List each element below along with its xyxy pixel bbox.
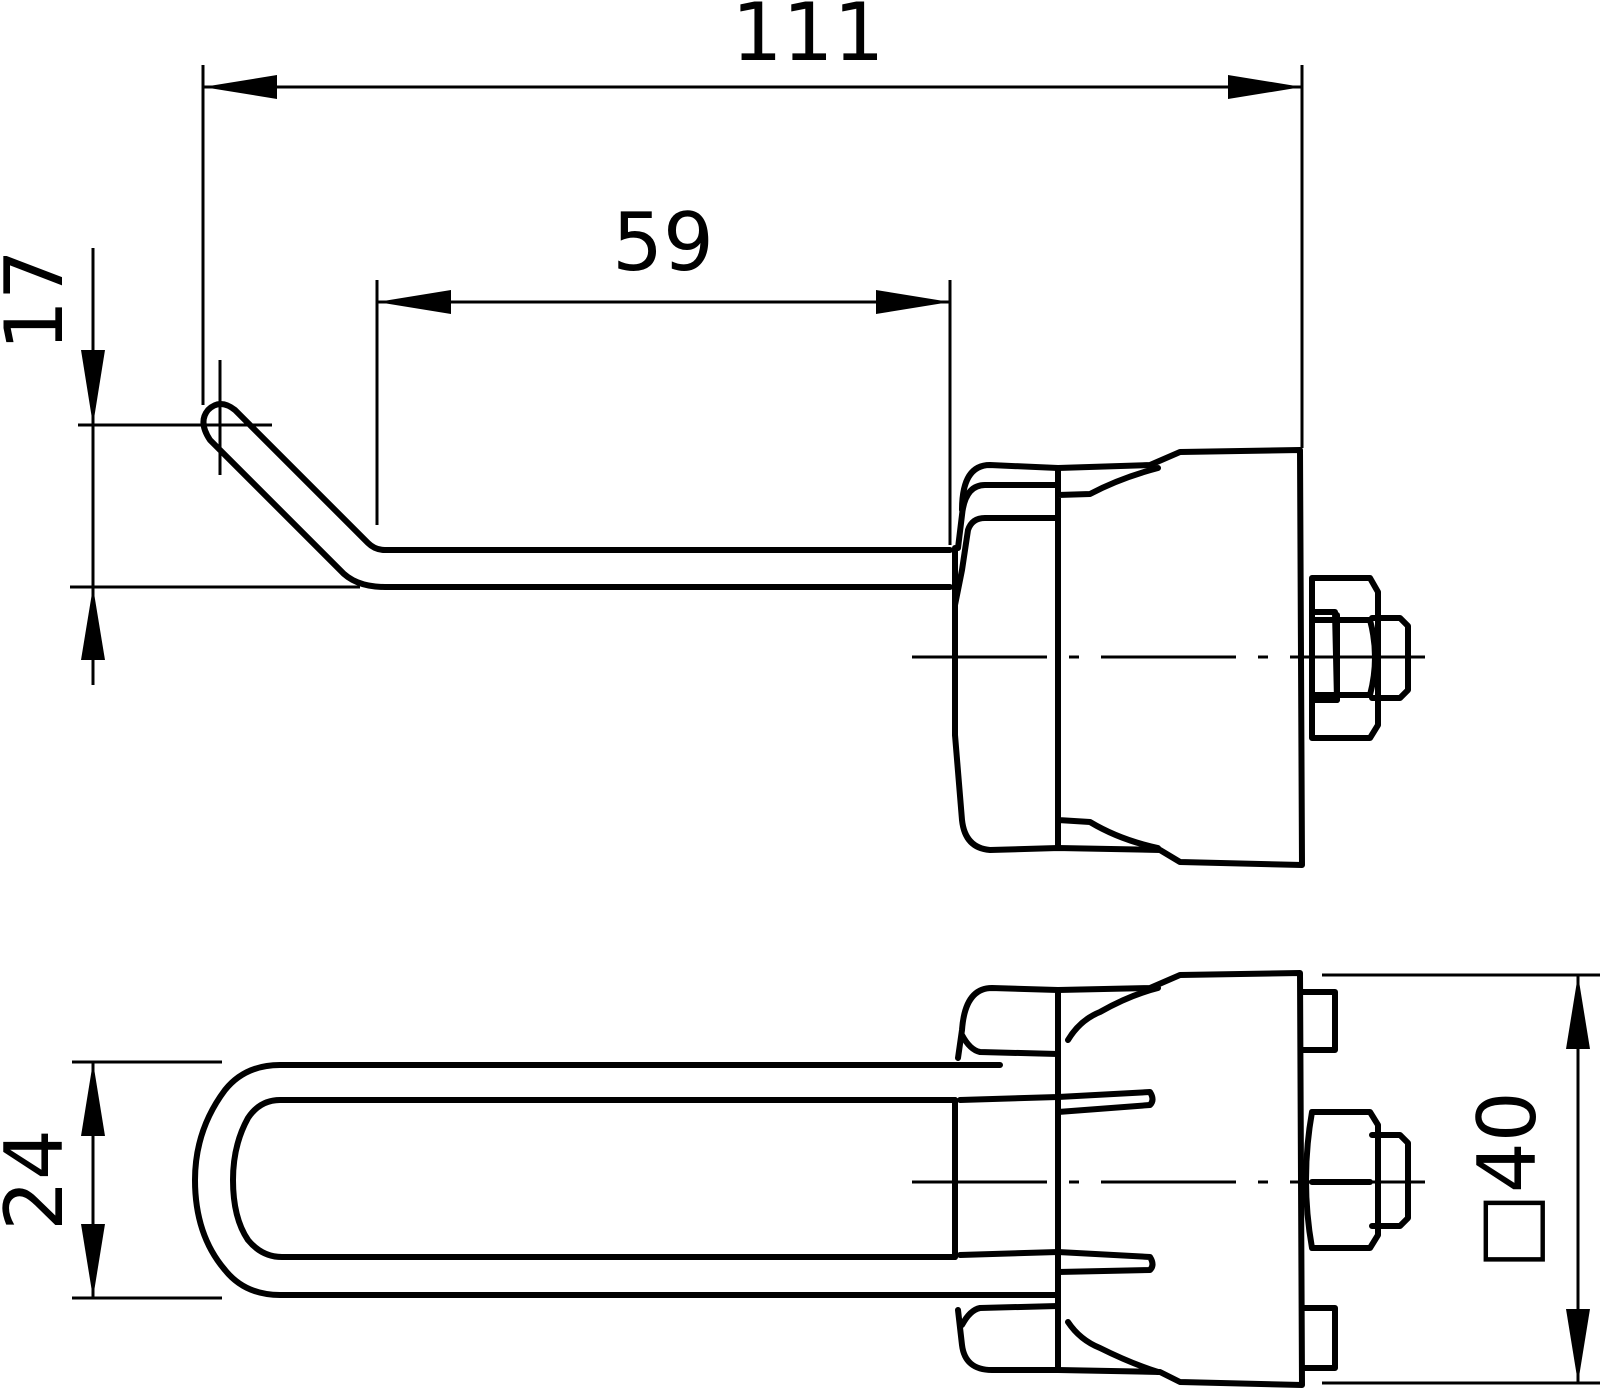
dimension-111: 111 xyxy=(201,0,1304,448)
dimension-label-40: □40 xyxy=(1461,1091,1554,1268)
dimension-40: □40 xyxy=(1322,973,1600,1385)
dimension-59: 59 xyxy=(375,196,952,545)
dimension-label-24: 24 xyxy=(0,1129,81,1231)
bent-rod xyxy=(200,401,953,590)
dimension-17: 17 xyxy=(0,248,360,685)
side-view: 111 59 17 xyxy=(0,0,1445,868)
dimension-label-111: 111 xyxy=(732,0,885,79)
top-view: 24 □40 xyxy=(0,970,1600,1388)
cap-body-top xyxy=(955,970,1305,1388)
dimension-label-17: 17 xyxy=(0,249,81,351)
u-bar xyxy=(192,1062,1058,1298)
dimension-24: 24 xyxy=(0,1060,222,1300)
nut-top xyxy=(1299,989,1411,1371)
dimension-label-59: 59 xyxy=(612,196,714,289)
